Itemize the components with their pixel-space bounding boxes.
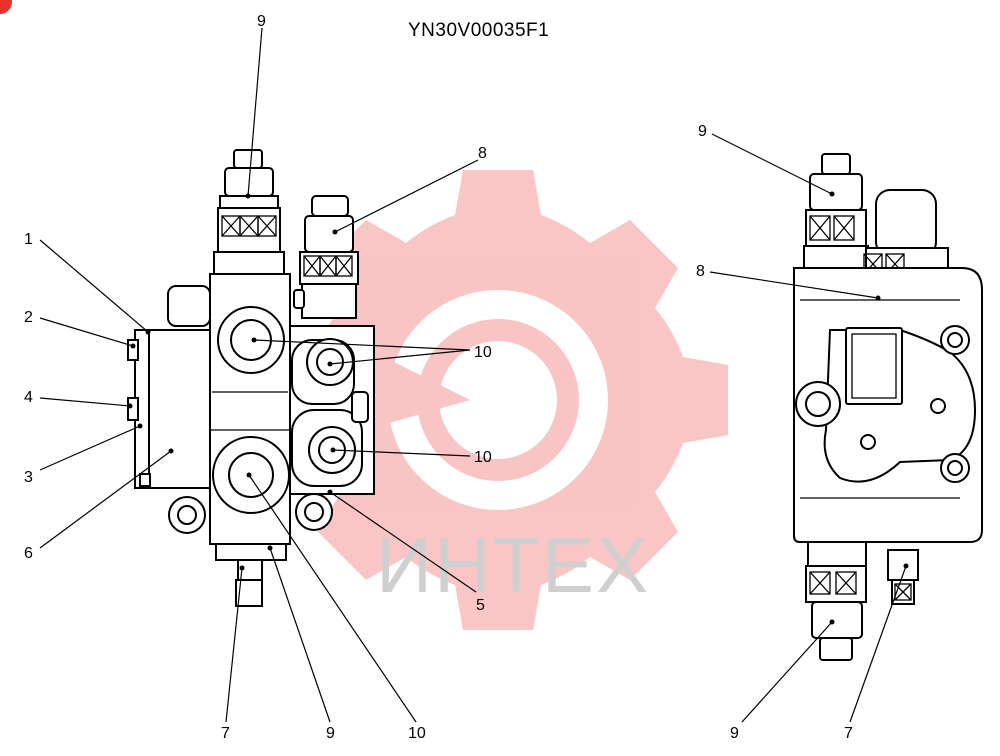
- right-valve-view: [793, 153, 983, 661]
- label-7-left: 7: [221, 725, 230, 742]
- label-2: 2: [24, 309, 33, 326]
- label-6: 6: [24, 545, 33, 562]
- label-9-bottom-right: 9: [730, 725, 739, 742]
- label-8-left: 8: [478, 145, 487, 162]
- label-1: 1: [24, 231, 33, 248]
- leader-lines-left: [39, 27, 479, 723]
- side-relief-cartridge: [293, 195, 359, 319]
- end-cover: [147, 329, 211, 489]
- label-4: 4: [24, 389, 33, 406]
- watermark-gear: [268, 170, 728, 630]
- label-5: 5: [476, 597, 485, 614]
- corner-badge: [0, 0, 12, 14]
- label-10-upper: 10: [474, 344, 492, 361]
- label-10-bottom: 10: [408, 725, 426, 742]
- label-9-top-right: 9: [698, 123, 707, 140]
- label-9-top-left: 9: [257, 13, 266, 30]
- label-10-middle: 10: [474, 449, 492, 466]
- drawing-code: YN30V00035F1: [408, 20, 549, 41]
- label-8-right: 8: [696, 263, 705, 280]
- label-7-right: 7: [844, 725, 853, 742]
- left-valve-view: [127, 149, 375, 607]
- leader-lines-right: [709, 133, 909, 723]
- watermark-text: ИНТЕХ: [376, 521, 650, 609]
- label-9-bottom-left: 9: [326, 725, 335, 742]
- top-relief-cartridge: [213, 149, 285, 275]
- label-3: 3: [24, 469, 33, 486]
